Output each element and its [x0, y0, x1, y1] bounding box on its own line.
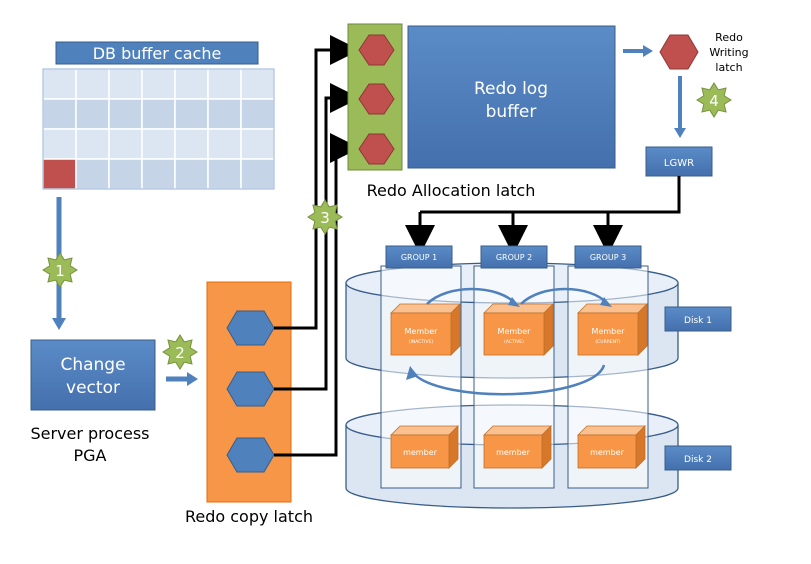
group-2-header — [480, 245, 548, 269]
member-group-3-disk-1: Member (CURRENT) — [577, 303, 648, 356]
group-3-header — [574, 245, 642, 269]
buffer-block — [42, 68, 77, 100]
buffer-block — [207, 68, 242, 100]
member-3-status: (CURRENT) — [595, 339, 620, 345]
member-3-label: Member — [592, 327, 626, 336]
buffer-block — [141, 68, 176, 100]
connector-copy1-to-alloc1 — [274, 35, 360, 330]
disk-1-label: Disk 1 — [684, 316, 712, 326]
buffer-block — [108, 128, 143, 160]
buffer-block — [207, 158, 242, 190]
redo-log-buffer-line1: Redo log — [474, 79, 548, 99]
buffer-block — [75, 158, 110, 190]
lgwr-label: LGWR — [664, 158, 694, 169]
redo-allocation-latch-label: Redo Allocation latch — [367, 181, 536, 200]
member-group-2-disk-1: Member (ACTIVE) — [483, 303, 554, 356]
redo-writing-latch-line1: Redo — [715, 31, 743, 44]
disk-1-label-box — [664, 306, 732, 332]
buffer-block — [174, 158, 209, 190]
buffer-cache-grid — [42, 68, 275, 190]
buffer-block — [108, 68, 143, 100]
buffer-block — [240, 98, 275, 130]
db-buffer-cache-title: DB buffer cache — [93, 44, 222, 63]
redo-writing-latch-line3: latch — [715, 61, 742, 74]
step-1-number: 1 — [55, 262, 65, 280]
log-switch-arrow-1-to-2 — [426, 287, 517, 305]
buffer-block — [207, 98, 242, 130]
connector-copy2-to-alloc2 — [274, 83, 360, 391]
db-buffer-cache-title-bar — [55, 41, 259, 65]
redo-log-buffer-line2: buffer — [486, 102, 537, 122]
member-disk2-2-label: member — [496, 448, 531, 457]
group-2-label: GROUP 2 — [496, 253, 532, 262]
member-disk2-1-label: member — [403, 448, 438, 457]
buffer-block — [141, 128, 176, 160]
buffer-block — [108, 98, 143, 130]
buffer-block — [240, 128, 275, 160]
group-1-label: GROUP 1 — [401, 253, 437, 262]
redo-writing-latch-hexagon — [659, 34, 699, 70]
buffer-block — [174, 68, 209, 100]
step-2-badge: 2 — [162, 334, 198, 370]
redo-log-buffer-box — [407, 25, 616, 169]
buffer-block — [240, 158, 275, 190]
member-2-status: (ACTIVE) — [504, 339, 524, 345]
buffer-block — [108, 158, 143, 190]
change-vector-line1: Change — [60, 355, 125, 375]
member-group-1-disk-2: member — [390, 425, 459, 469]
pga-label: PGA — [74, 446, 107, 465]
buffer-block — [141, 98, 176, 130]
buffer-block — [42, 98, 77, 130]
buffer-block — [42, 128, 77, 160]
group-1-header — [385, 245, 453, 269]
buffer-block — [75, 68, 110, 100]
buffer-block — [141, 158, 176, 190]
connector-lgwr-to-groups — [420, 176, 681, 214]
log-switch-arrow-3-to-1 — [411, 364, 606, 396]
redo-writing-latch-line2: Writing — [709, 46, 748, 59]
member-1-label: Member — [405, 327, 439, 336]
copy-latch-hexagon-1 — [226, 310, 275, 346]
connector-copy3-to-alloc3 — [274, 133, 360, 457]
buffer-cache-border — [42, 68, 275, 190]
change-vector-box — [30, 339, 156, 411]
step-3-badge: 3 — [307, 199, 343, 235]
member-group-3-disk-2: member — [577, 425, 646, 469]
buffer-block — [75, 128, 110, 160]
disk-2-label: Disk 2 — [684, 455, 712, 465]
db-buffer-cache: DB buffer cache — [42, 41, 275, 190]
copy-latch-hexagon-3 — [226, 437, 275, 473]
step-4-badge: 4 — [696, 82, 732, 118]
group-3-label: GROUP 3 — [590, 253, 626, 262]
step-2-number: 2 — [175, 344, 185, 362]
disk-2-label-box — [664, 445, 732, 471]
copy-latch-hexagon-2 — [226, 371, 275, 407]
allocation-latch-hexagon-1 — [358, 34, 395, 66]
member-group-2-disk-2: member — [483, 425, 552, 469]
member-1-status: (INACTIVE) — [409, 339, 434, 345]
member-disk2-3-label: member — [590, 448, 625, 457]
member-2-label: Member — [498, 327, 532, 336]
buffer-block — [174, 98, 209, 130]
step-1-badge: 1 — [42, 252, 78, 288]
buffer-block — [174, 128, 209, 160]
step-3-number: 3 — [320, 209, 330, 227]
redo-copy-latch-label: Redo copy latch — [185, 507, 313, 526]
allocation-latch-hexagon-2 — [358, 83, 395, 115]
buffer-block — [75, 98, 110, 130]
server-process-label: Server process — [30, 424, 149, 443]
buffer-block — [240, 68, 275, 100]
allocation-latch-hexagon-3 — [358, 133, 395, 165]
change-vector-line2: vector — [66, 378, 120, 398]
log-switch-arrow-2-to-3 — [520, 287, 609, 305]
dirty-buffer-block — [42, 158, 77, 190]
member-group-1-disk-1: Member (INACTIVE) — [390, 303, 461, 356]
buffer-block — [207, 128, 242, 160]
step-4-number: 4 — [709, 92, 719, 110]
